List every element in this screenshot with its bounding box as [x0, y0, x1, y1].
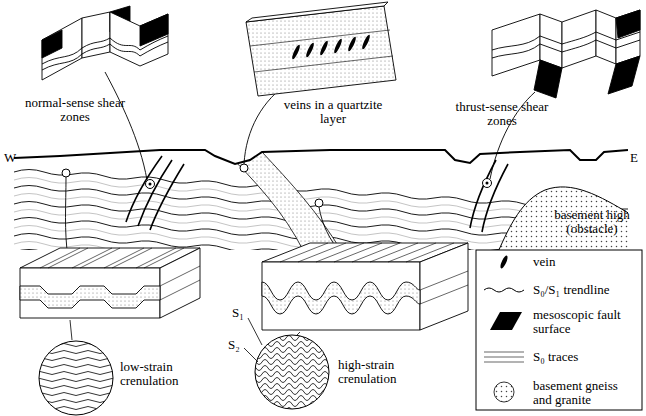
legend-text: S₀/S₁ trendline: [533, 283, 639, 297]
thrust-shear-inset: [492, 10, 640, 98]
inset-caption: thrust-sense shear zones: [452, 100, 552, 128]
low-strain-block: [20, 248, 200, 318]
inset-caption: normal-sense shear zones: [25, 96, 125, 124]
locator-circles: [62, 164, 492, 207]
inset-caption: veins in a quartzite layer: [278, 98, 388, 126]
compass-label: W: [4, 151, 16, 165]
high-strain-block: [262, 243, 468, 330]
inset-caption: high-strain crenulation: [338, 358, 423, 386]
leader-line: [70, 320, 72, 340]
structure-label: basement high (obstacle): [542, 208, 642, 236]
normal-shear-zones: [126, 156, 184, 230]
legend-text: mesoscopic fault surface: [533, 308, 639, 336]
inset-caption: low-strain crenulation: [120, 360, 200, 388]
foliation-label: S₂: [228, 338, 240, 352]
locator-dots: [149, 182, 489, 186]
veins-inset: [246, 2, 396, 96]
compass-label: E: [630, 151, 638, 165]
normal-shear-inset: [42, 6, 168, 80]
thrust-shear-zones: [470, 160, 508, 232]
high-strain-microscope-view: [244, 318, 334, 413]
legend-text: S₀ traces: [533, 350, 639, 364]
legend-text: vein: [533, 255, 639, 269]
foliation-label: S₁: [232, 306, 244, 320]
low-strain-microscope-view: [34, 341, 118, 415]
legend-box: [476, 250, 642, 410]
quartzite-layer: [224, 150, 342, 252]
topographic-surface: [14, 150, 628, 164]
legend-text: basement gneiss and granite: [533, 379, 639, 407]
